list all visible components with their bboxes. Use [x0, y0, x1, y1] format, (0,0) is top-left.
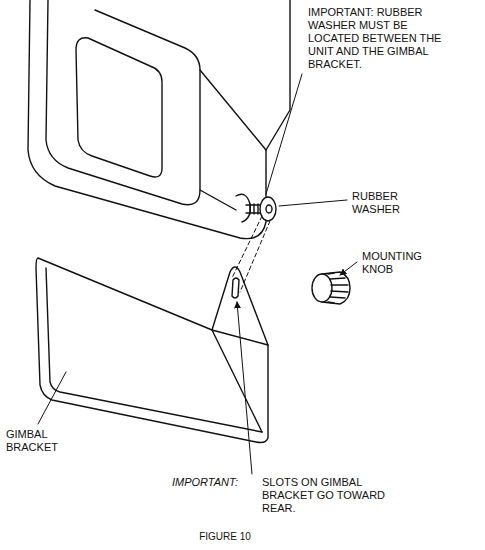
knob-knurling	[328, 273, 348, 303]
unit-screen	[76, 38, 162, 177]
leader-line	[38, 372, 66, 424]
callout-label: IMPORTANT: RUBBER WASHER MUST BE LOCATED…	[308, 6, 443, 71]
leader-line	[266, 74, 302, 194]
leader-arrow	[237, 302, 252, 474]
callout-label: RUBBER WASHER	[352, 190, 432, 216]
unit-boss	[236, 194, 250, 222]
washer-hole	[266, 205, 272, 213]
bracket-lip	[46, 268, 262, 432]
rubber-washer	[260, 197, 276, 221]
unit-side-edge	[200, 70, 266, 210]
gimbal-bracket	[36, 258, 268, 443]
leader-line	[279, 200, 347, 206]
bracket-edge	[212, 330, 268, 432]
leader-arrow	[340, 262, 357, 275]
unit-housing	[28, 0, 290, 239]
knob-face	[312, 274, 332, 302]
alignment-line	[232, 216, 270, 292]
bracket-slot	[232, 278, 239, 298]
figure-caption: FIGURE 10	[165, 530, 285, 543]
callout-label: SLOTS ON GIMBAL BRACKET GO TOWARD REAR.	[262, 476, 402, 515]
callout-label: MOUNTING KNOB	[362, 250, 442, 276]
callout-label: IMPORTANT:	[172, 476, 247, 489]
unit-bezel	[46, 0, 200, 205]
callout-label: GIMBAL BRACKET	[6, 428, 76, 454]
